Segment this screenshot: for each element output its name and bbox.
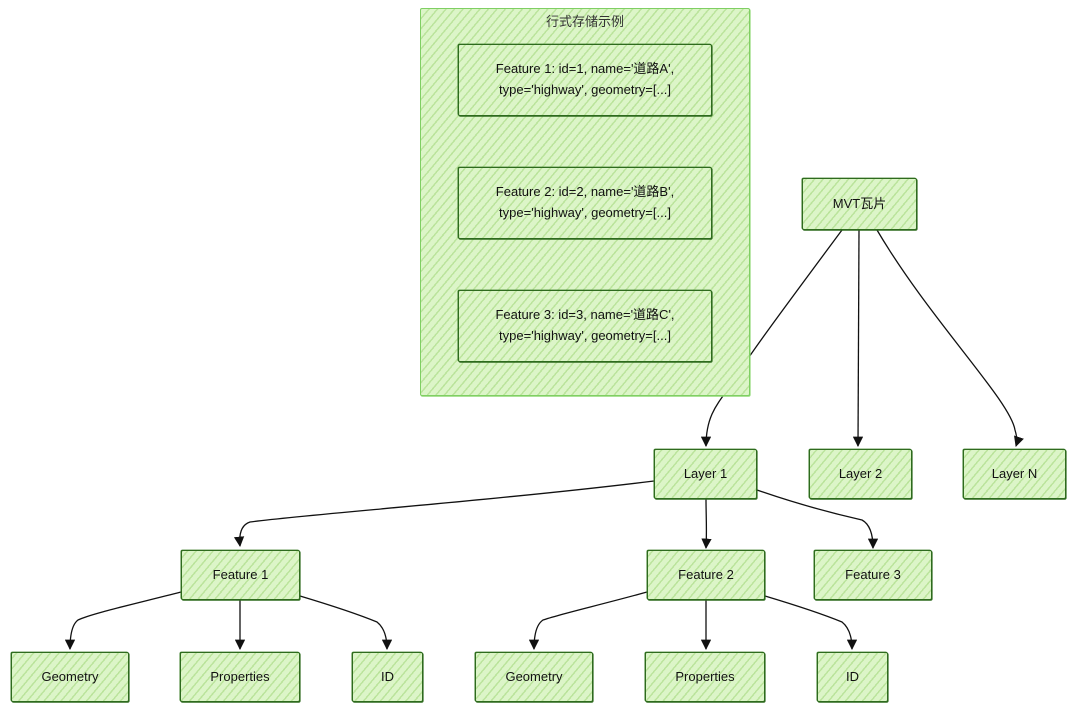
node-f1-properties[interactable]: Properties (180, 652, 300, 702)
node-feature-2-label: Feature 2 (678, 566, 734, 582)
node-f2-id[interactable]: ID (817, 652, 888, 702)
edge-tile-layer2 (852, 229, 864, 448)
row-feature-3[interactable]: Feature 3: id=3, name='道路C', type='highw… (458, 290, 712, 362)
edge-feature1-geometry (64, 591, 182, 651)
node-f1-properties-label: Properties (210, 668, 270, 684)
node-feature-1-label: Feature 1 (212, 566, 269, 582)
group-title: 行式存储示例 (545, 14, 624, 29)
node-f2-geometry[interactable]: Geometry (475, 652, 593, 702)
node-f1-geometry-label: Geometry (41, 668, 99, 684)
node-f2-geometry-label: Geometry (505, 668, 563, 684)
node-f2-properties[interactable]: Properties (645, 652, 765, 702)
node-layer-n-label: Layer N (991, 465, 1038, 481)
node-feature-3-label: Feature 3 (845, 566, 901, 582)
node-feature-2[interactable]: Feature 2 (647, 550, 765, 600)
row-feature-3-text: Feature 3: id=3, name='道路C', type='highw… (495, 307, 675, 343)
node-layer-1[interactable]: Layer 1 (654, 449, 757, 499)
row-feature-2-text: Feature 2: id=2, name='道路B', type='highw… (495, 184, 675, 220)
node-feature-1[interactable]: Feature 1 (181, 550, 300, 600)
node-f1-geometry[interactable]: Geometry (11, 652, 129, 702)
node-f1-id[interactable]: ID (352, 652, 423, 702)
node-layer-2-label: Layer 2 (838, 465, 883, 481)
edge-feature2-id (764, 595, 858, 651)
row-feature-2[interactable]: Feature 2: id=2, name='道路B', type='highw… (458, 167, 712, 239)
node-mvt-tile[interactable]: MVT瓦片 (802, 178, 917, 230)
row-feature-1[interactable]: Feature 1: id=1, name='道路A', type='highw… (458, 44, 712, 116)
node-layer-n[interactable]: Layer N (963, 449, 1066, 499)
node-f2-id-label: ID (846, 668, 859, 684)
row-feature-1-text: Feature 1: id=1, name='道路A', type='highw… (495, 61, 675, 97)
node-layer-1-label: Layer 1 (683, 465, 728, 481)
edge-feature1-id (299, 595, 393, 651)
edge-tile-layerN (876, 229, 1024, 447)
node-mvt-tile-label: MVT瓦片 (832, 195, 887, 211)
edge-layer1-feature3 (756, 489, 879, 550)
edge-feature2-geometry (528, 591, 648, 651)
edge-layer1-feature1 (233, 480, 655, 548)
node-f1-id-label: ID (381, 668, 394, 684)
node-feature-3[interactable]: Feature 3 (814, 550, 932, 600)
node-layer-2[interactable]: Layer 2 (809, 449, 912, 499)
node-f2-properties-label: Properties (675, 668, 735, 684)
